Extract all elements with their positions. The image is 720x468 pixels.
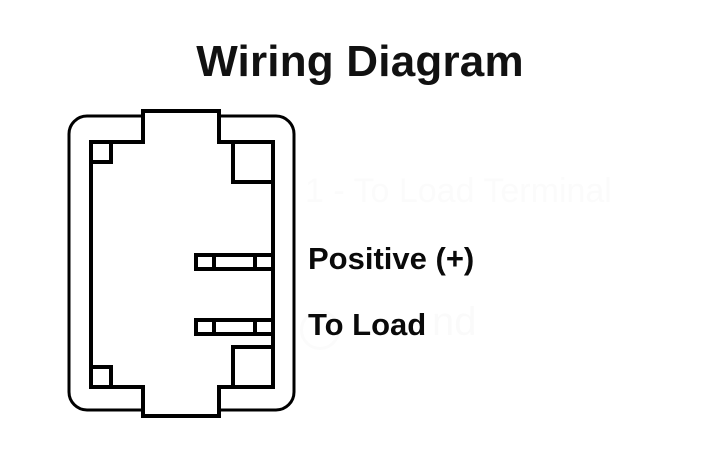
watermark-top-text: 1 - To Load Terminal	[305, 172, 612, 210]
terminal-bar-positive-divider-1	[212, 255, 216, 269]
bottom-mounting-tab	[141, 383, 221, 418]
terminal-bar-load-divider-2	[253, 320, 257, 334]
label-positive-terminal: Positive (+)	[308, 241, 475, 276]
notch-top-left	[89, 140, 113, 164]
terminal-bar-positive	[194, 253, 275, 271]
switch-outline-svg	[67, 109, 296, 418]
rocker-switch-graphic	[55, 100, 315, 430]
notch-bottom-right	[231, 345, 275, 389]
terminal-bar-load	[194, 318, 275, 336]
label-load-terminal: To Load	[308, 307, 427, 342]
watermark-mid-text: nd	[432, 300, 477, 344]
notch-bottom-left	[89, 365, 113, 389]
page-title: Wiring Diagram	[196, 37, 524, 86]
notch-top-right	[231, 140, 275, 184]
terminal-bar-positive-body	[194, 253, 275, 271]
terminal-bar-load-divider-1	[212, 320, 216, 334]
terminal-bar-positive-divider-2	[253, 255, 257, 269]
top-mounting-tab	[141, 109, 221, 144]
terminal-bar-load-body	[194, 318, 275, 336]
bottom-tab-mouth	[145, 384, 217, 390]
top-tab-mouth	[145, 139, 217, 145]
